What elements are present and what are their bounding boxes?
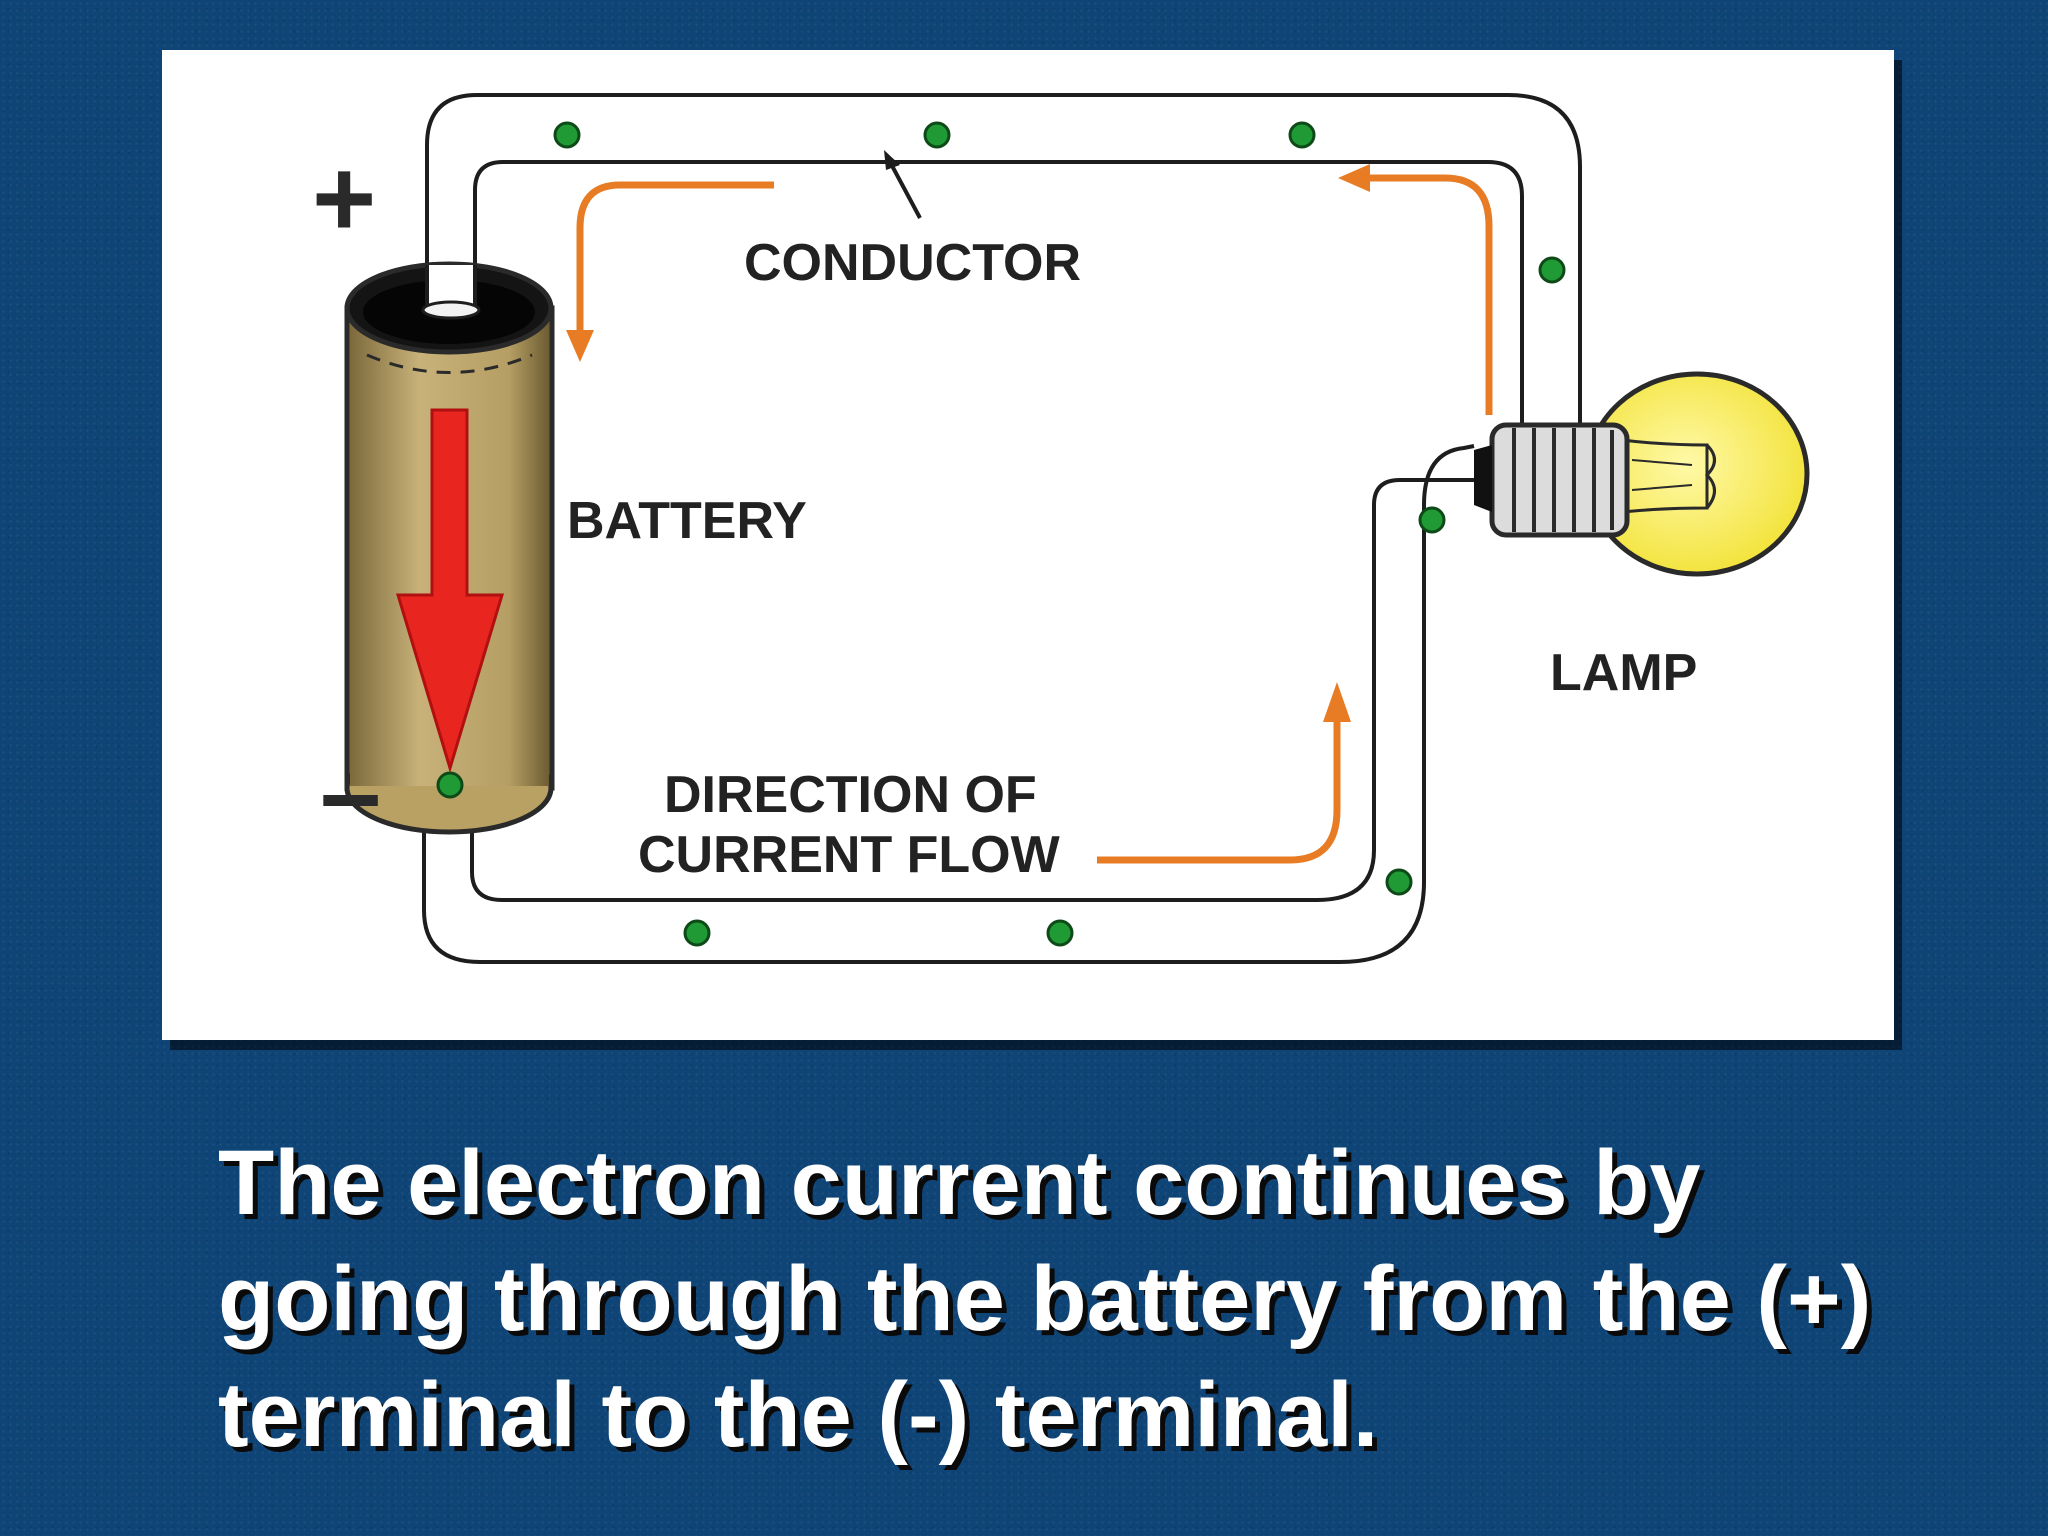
minus-terminal-label: – (320, 731, 381, 854)
direction-label-line2: CURRENT FLOW (638, 826, 1061, 884)
plus-terminal-label: + (312, 137, 376, 260)
electron-dots (436, 121, 1566, 947)
conductor-pointer-line (888, 161, 922, 219)
battery-label: BATTERY (567, 492, 807, 550)
electron-dot (1538, 256, 1566, 284)
electron-dot (1385, 868, 1413, 896)
electron-dot (436, 771, 464, 799)
electron-flow-arrow (395, 408, 505, 774)
direction-label-line1: DIRECTION OF (664, 766, 1037, 824)
current-arrow-top-left-head (566, 330, 594, 362)
current-arrow-bottom-head (1323, 682, 1351, 722)
slide-caption: The electron current continues by going … (218, 1132, 1872, 1466)
conductor-outer-wire (425, 93, 1582, 440)
current-arrow-top-right (1362, 174, 1493, 415)
diagram-panel: + – CONDUCTOR BATTERY LAMP DIRECTION OF … (162, 50, 1894, 1040)
lamp (1474, 371, 1810, 577)
electron-dot (553, 121, 581, 149)
lamp-label: LAMP (1550, 644, 1697, 702)
electron-dot (1046, 919, 1074, 947)
electron-dot (1288, 121, 1316, 149)
conductor-label: CONDUCTOR (744, 234, 1081, 292)
conductor-lower-outer (422, 444, 1475, 964)
electron-dot (1418, 506, 1446, 534)
current-arrow-bottom (1097, 710, 1341, 864)
current-arrow-top-right-head (1338, 164, 1370, 192)
current-arrow-top-left (576, 181, 774, 340)
conductor-lower-inner (470, 478, 1474, 902)
conductor-inner-wire (473, 160, 1524, 440)
electron-dot (923, 121, 951, 149)
circuit-diagram: + – CONDUCTOR BATTERY LAMP DIRECTION OF … (312, 93, 1810, 964)
conductor-pointer-head (884, 150, 900, 170)
electron-dot (683, 919, 711, 947)
